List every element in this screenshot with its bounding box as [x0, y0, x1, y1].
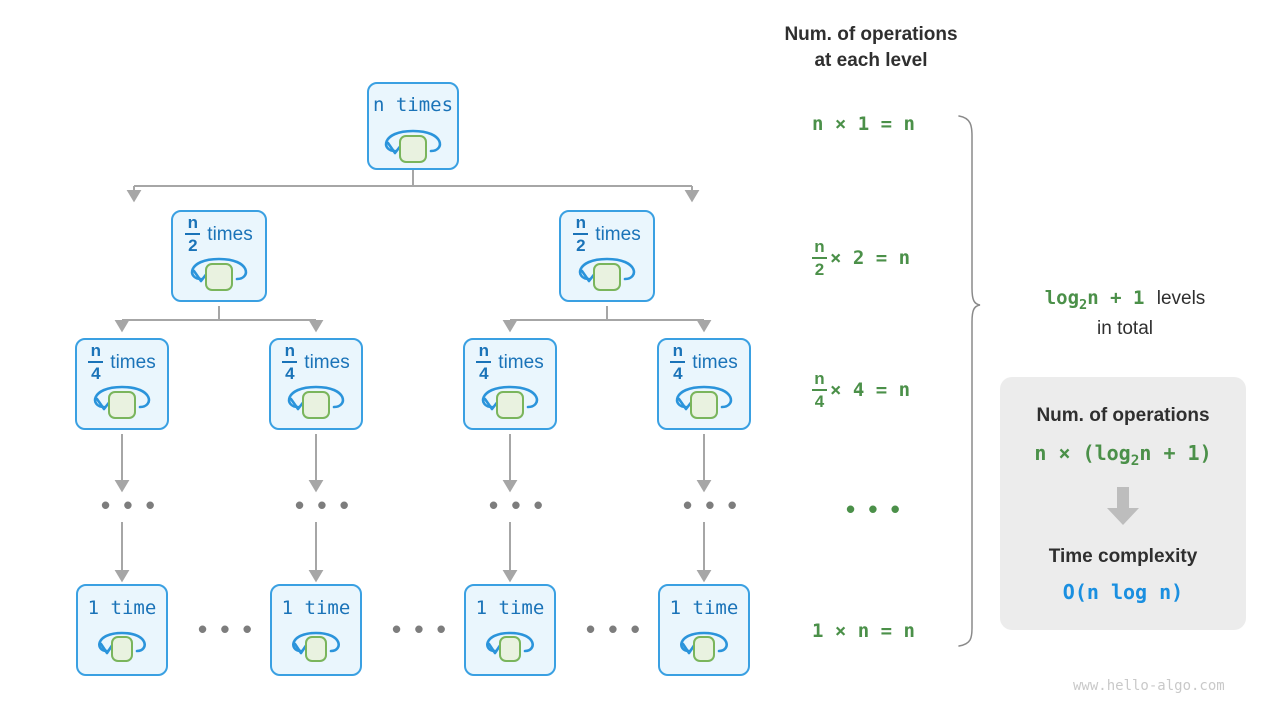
self-loop-icon — [479, 625, 541, 669]
self-loop-icon — [285, 625, 347, 669]
ops-title-line1: Num. of operations — [784, 24, 958, 45]
self-loop-icon — [375, 123, 451, 168]
fraction: n 2 — [185, 214, 201, 254]
operation-square — [690, 391, 718, 419]
tree-node-level2-0[interactable]: n 2 times — [171, 210, 267, 302]
tree-ellipsis-2: • • • — [489, 490, 546, 520]
node-label: n 2 times — [573, 214, 641, 254]
ops-row-3: n 4 × 4 = n — [812, 370, 910, 410]
fraction-bar — [812, 389, 827, 391]
tree-ellipsis-1: • • • — [295, 490, 352, 520]
ops-row-3-rest: × 4 = n — [830, 379, 911, 401]
last-level-ellipsis-0: • • • — [198, 614, 255, 644]
operation-square — [305, 636, 327, 662]
fraction: n 4 — [88, 342, 104, 382]
tree-node-last-0[interactable]: 1 time — [76, 584, 168, 676]
ops-row-1: n × 1 = n — [812, 113, 915, 135]
log-base-subscript: 2 — [1079, 296, 1088, 313]
fraction-bar — [88, 361, 104, 363]
ops-row-5: 1 × n = n — [812, 620, 915, 642]
fraction-bar — [573, 233, 589, 235]
self-loop-icon — [181, 251, 257, 297]
operation-square — [496, 391, 524, 419]
self-loop-icon — [666, 379, 742, 425]
summary-complexity-result: O(n log n) — [1062, 580, 1184, 604]
ops-row-2: n 2 × 2 = n — [812, 238, 910, 278]
node-label: 1 time — [475, 596, 545, 619]
operation-square — [399, 134, 427, 163]
fraction-bar — [812, 257, 827, 259]
operation-square — [593, 263, 621, 291]
tree-node-last-1[interactable]: 1 time — [270, 584, 362, 676]
levels-total-note: log2n + 1 levels in total — [1010, 284, 1240, 344]
fraction: n 4 — [476, 342, 492, 382]
operation-square — [302, 391, 330, 419]
tree-ellipsis-3: • • • — [683, 490, 740, 520]
last-level-ellipsis-2: • • • — [586, 614, 643, 644]
ops-title-line2: at each level — [814, 49, 928, 71]
fraction: n 2 — [573, 214, 589, 254]
self-loop-icon — [673, 625, 735, 669]
node-label: n 2 times — [185, 214, 253, 254]
tree-node-level3-0[interactable]: n 4 times — [75, 338, 169, 430]
node-label: 1 time — [281, 596, 351, 619]
node-label: n 4 times — [476, 342, 544, 382]
operation-square — [499, 636, 521, 662]
fraction-bar — [282, 361, 298, 363]
fraction: n 4 — [670, 342, 686, 382]
fraction-bar — [185, 233, 201, 235]
operation-square — [111, 636, 133, 662]
operation-square — [108, 391, 136, 419]
operation-square — [205, 263, 233, 291]
down-arrow-icon — [1104, 485, 1142, 532]
tree-node-level3-2[interactable]: n 4 times — [463, 338, 557, 430]
summary-card: Num. of operations n × (log2n + 1) Time … — [1000, 377, 1246, 630]
self-loop-icon — [472, 379, 548, 425]
self-loop-icon — [569, 251, 645, 297]
levels-note-word: levels — [1156, 288, 1206, 309]
fraction: n 4 — [282, 342, 298, 382]
node-label: n 4 times — [670, 342, 738, 382]
levels-formula: log2n + 1 — [1044, 287, 1145, 313]
self-loop-icon — [91, 625, 153, 669]
summary-heading-operations: Num. of operations — [1036, 405, 1210, 426]
tree-ellipsis-0: • • • — [101, 490, 158, 520]
self-loop-icon — [278, 379, 354, 425]
summary-operations-formula: n × (log2n + 1) — [1034, 441, 1212, 469]
tree-node-level2-1[interactable]: n 2 times — [559, 210, 655, 302]
tree-node-level3-1[interactable]: n 4 times — [269, 338, 363, 430]
operation-square — [693, 636, 715, 662]
fraction: n 4 — [812, 370, 827, 410]
fraction-bar — [476, 361, 492, 363]
fraction-bar — [670, 361, 686, 363]
watermark: www.hello-algo.com — [1073, 678, 1225, 694]
node-label: n 4 times — [88, 342, 156, 382]
tree-node-last-3[interactable]: 1 time — [658, 584, 750, 676]
self-loop-icon — [84, 379, 160, 425]
last-level-ellipsis-1: • • • — [392, 614, 449, 644]
levels-note-line2: in total — [1097, 318, 1153, 340]
fraction: n 2 — [812, 238, 827, 278]
node-label: n 4 times — [282, 342, 350, 382]
node-label: 1 time — [87, 596, 157, 619]
node-label: n times — [372, 94, 454, 117]
tree-node-level1-0[interactable]: n times — [367, 82, 459, 170]
node-label: 1 time — [669, 596, 739, 619]
levels-note-line1: log2n + 1 levels — [1010, 284, 1240, 315]
ops-row-2-rest: × 2 = n — [830, 247, 911, 269]
ops-row-ellipsis: • • • — [846, 494, 903, 524]
log-base-subscript: 2 — [1130, 453, 1140, 469]
summary-heading-complexity: Time complexity — [1048, 546, 1198, 567]
tree-node-level3-3[interactable]: n 4 times — [657, 338, 751, 430]
ops-column-title: Num. of operations at each level — [760, 22, 982, 73]
tree-node-last-2[interactable]: 1 time — [464, 584, 556, 676]
